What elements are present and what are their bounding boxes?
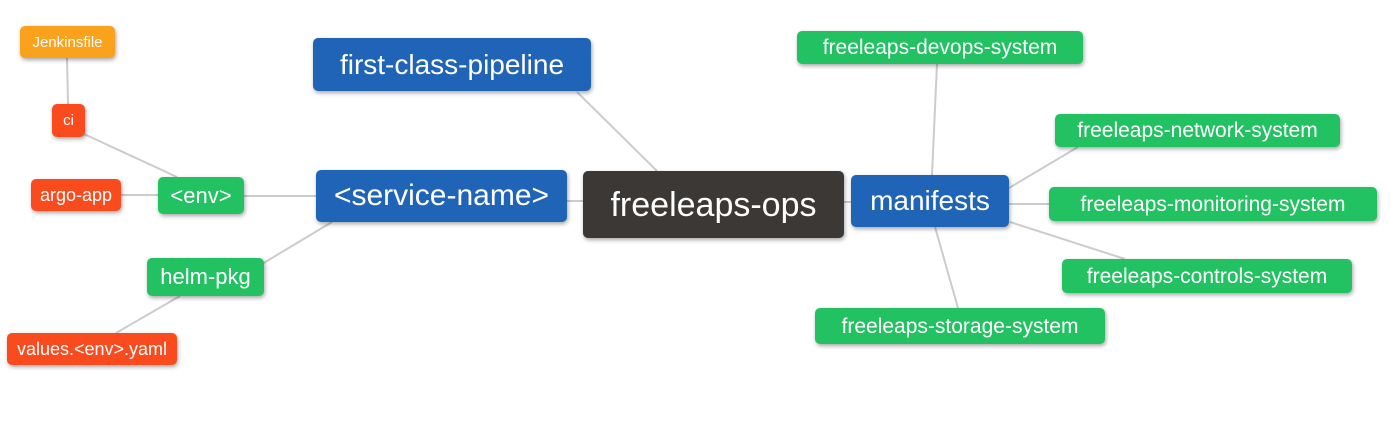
edge-jenkinsfile-to-ci [66,57,69,105]
node-freeleaps-storage-system[interactable]: freeleaps-storage-system [815,308,1105,344]
edge-ci-to-env [83,133,178,178]
node-manifests[interactable]: manifests [851,175,1009,227]
node-jenkinsfile[interactable]: Jenkinsfile [20,26,115,58]
node-freeleaps-devops-system[interactable]: freeleaps-devops-system [797,31,1083,64]
edge-first-class-pipeline-to-freeleaps-ops [576,91,658,172]
node-first-class-pipeline[interactable]: first-class-pipeline [313,38,591,91]
node-values-env-yaml[interactable]: values.<env>.yaml [7,333,177,365]
node-freeleaps-network-system[interactable]: freeleaps-network-system [1055,114,1340,147]
edge-values-env-yaml-to-helm-pkg [115,295,181,334]
node-helm-pkg[interactable]: helm-pkg [147,258,264,296]
edge-manifests-to-freeleaps-devops-system [931,63,938,176]
edge-manifests-to-freeleaps-network-system [1008,146,1079,189]
edge-helm-pkg-to-service-name [261,221,333,265]
node-freeleaps-ops[interactable]: freeleaps-ops [583,171,844,238]
node-env[interactable]: <env> [158,177,244,214]
node-service-name[interactable]: <service-name> [316,170,567,222]
node-freeleaps-controls-system[interactable]: freeleaps-controls-system [1062,259,1352,293]
edge-manifests-to-freeleaps-controls-system [1009,221,1126,260]
node-freeleaps-monitoring-system[interactable]: freeleaps-monitoring-system [1049,187,1377,221]
node-argo-app[interactable]: argo-app [31,179,121,211]
node-ci[interactable]: ci [52,104,85,137]
edge-manifests-to-freeleaps-storage-system [934,226,959,309]
